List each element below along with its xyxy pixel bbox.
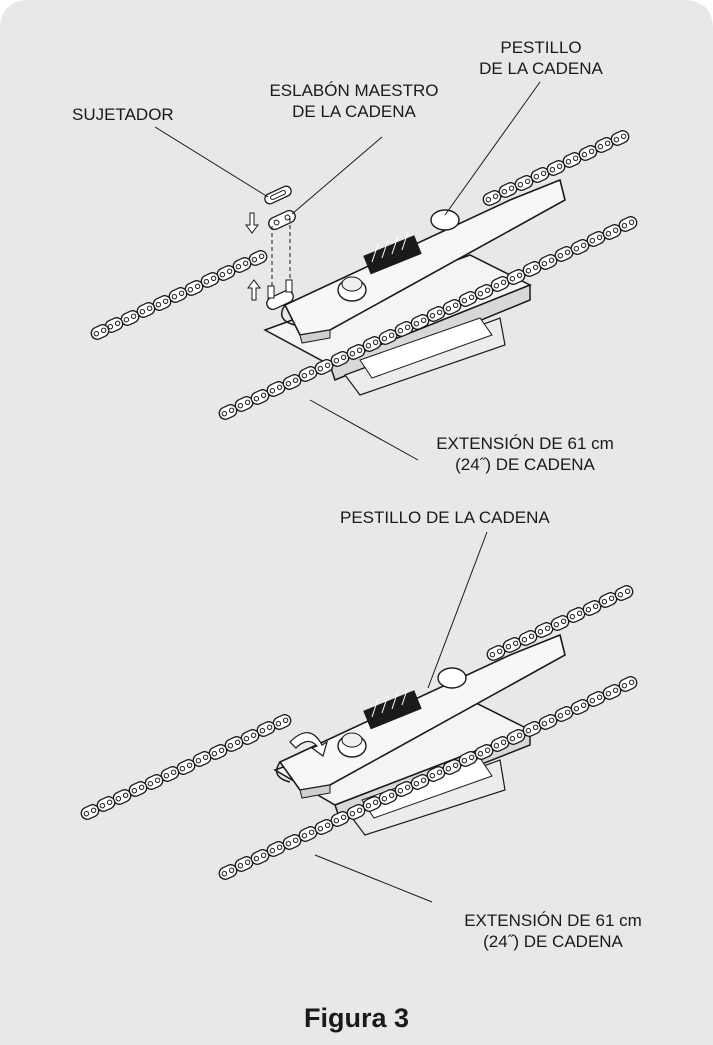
bottom-illustration [78,531,640,903]
insert-arrow [289,732,328,757]
label-extension-top-line2: (24˝) DE CADENA [455,455,595,474]
label-extension-top-line1: EXTENSIÓN DE 61 cm [436,434,614,453]
spring-bottom [363,690,422,730]
top-illustration [88,81,640,461]
label-extension-top: EXTENSIÓN DE 61 cm (24˝) DE CADENA [410,433,640,475]
label-chain-latch-top-line1: PESTILLO [500,38,582,57]
label-extension-bottom: EXTENSIÓN DE 61 cm (24˝) DE CADENA [438,910,668,952]
label-master-link-line2: DE LA CADENA [292,102,416,121]
spring-top [363,235,422,275]
label-fastener: SUJETADOR [72,105,174,124]
master-link-top [245,185,296,311]
chain-latch-top [280,178,566,344]
chain-latch-bottom [275,633,566,799]
figure-caption: Figura 3 [303,1003,410,1033]
label-chain-latch-top: PESTILLO DE LA CADENA [476,37,606,79]
label-chain-latch-top-line2: DE LA CADENA [479,59,603,78]
trolley-body-top [263,254,532,396]
label-extension-bottom-line2: (24˝) DE CADENA [483,932,623,951]
label-extension-bottom-line1: EXTENSIÓN DE 61 cm [464,911,642,930]
leader-lines-bottom [314,531,488,903]
label-chain-latch-bottom: PESTILLO DE LA CADENA [340,508,550,527]
label-master-link: ESLABÓN MAESTRO DE LA CADENA [244,80,464,122]
leader-lines-top [154,81,541,461]
label-master-link-line1: ESLABÓN MAESTRO [269,81,439,100]
